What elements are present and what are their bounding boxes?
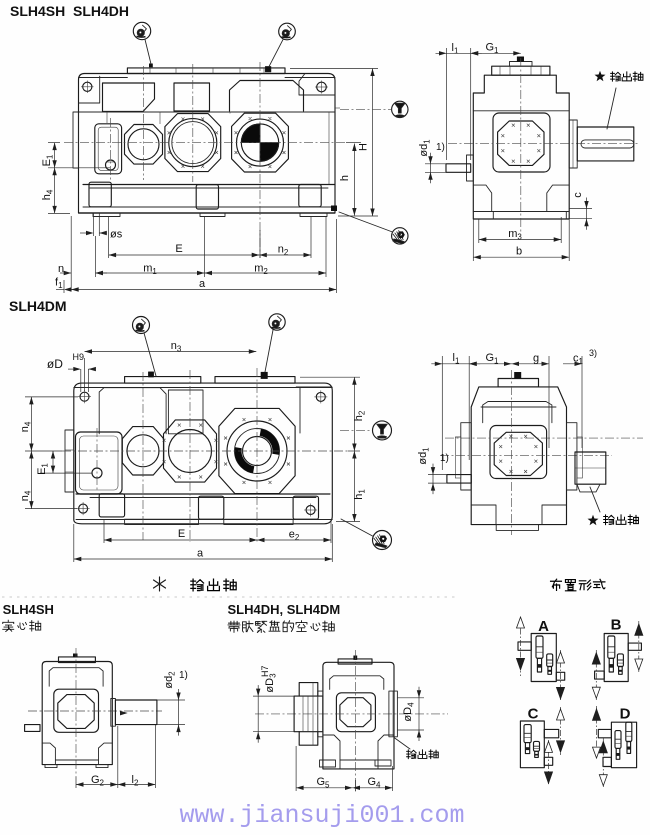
svg-text:1): 1)	[179, 670, 188, 681]
svg-text:H: H	[358, 143, 370, 151]
svg-text:l2: l2	[132, 774, 139, 788]
svg-text:n2: n2	[278, 244, 289, 258]
svg-text:SLH4SH SLH4DH: SLH4SH SLH4DH	[10, 3, 129, 19]
svg-text:D: D	[620, 706, 631, 723]
svg-text:h4: h4	[41, 189, 55, 200]
svg-text:l1: l1	[453, 352, 460, 366]
svg-text:H7: H7	[260, 665, 270, 677]
svg-text:SLH4DM: SLH4DM	[9, 298, 67, 314]
svg-text:n4: n4	[19, 490, 33, 501]
svg-text:a: a	[197, 548, 204, 560]
svg-text:øs: øs	[110, 229, 123, 241]
svg-text:f1: f1	[55, 277, 63, 291]
svg-text:3): 3)	[589, 348, 597, 358]
svg-text:1): 1)	[440, 453, 449, 464]
svg-text:h1: h1	[353, 489, 367, 500]
svg-text:c: c	[572, 192, 584, 198]
svg-text:n3: n3	[171, 340, 182, 354]
svg-text:www.jiansuji001.com: www.jiansuji001.com	[179, 801, 464, 830]
svg-text:øD: øD	[47, 357, 63, 371]
svg-text:n4: n4	[19, 421, 33, 432]
svg-text:e2: e2	[289, 529, 300, 543]
svg-text:SLH4DH, SLH4DM: SLH4DH, SLH4DM	[228, 602, 341, 617]
svg-text:H9: H9	[73, 352, 85, 362]
svg-text:c1: c1	[573, 353, 584, 367]
svg-text:n: n	[58, 263, 64, 275]
svg-text:b: b	[516, 246, 522, 258]
svg-text:a: a	[199, 278, 206, 290]
svg-text:E: E	[178, 528, 185, 540]
svg-text:B: B	[611, 617, 622, 634]
svg-text:h2: h2	[353, 410, 367, 421]
svg-text:g: g	[533, 353, 539, 365]
svg-text:SLH4SH: SLH4SH	[3, 602, 54, 617]
svg-text:h: h	[339, 175, 351, 181]
svg-text:1): 1)	[436, 142, 445, 153]
svg-text:A: A	[538, 618, 549, 635]
svg-text:C: C	[528, 706, 539, 723]
svg-text:E: E	[175, 243, 182, 255]
svg-text:l1: l1	[452, 42, 459, 56]
